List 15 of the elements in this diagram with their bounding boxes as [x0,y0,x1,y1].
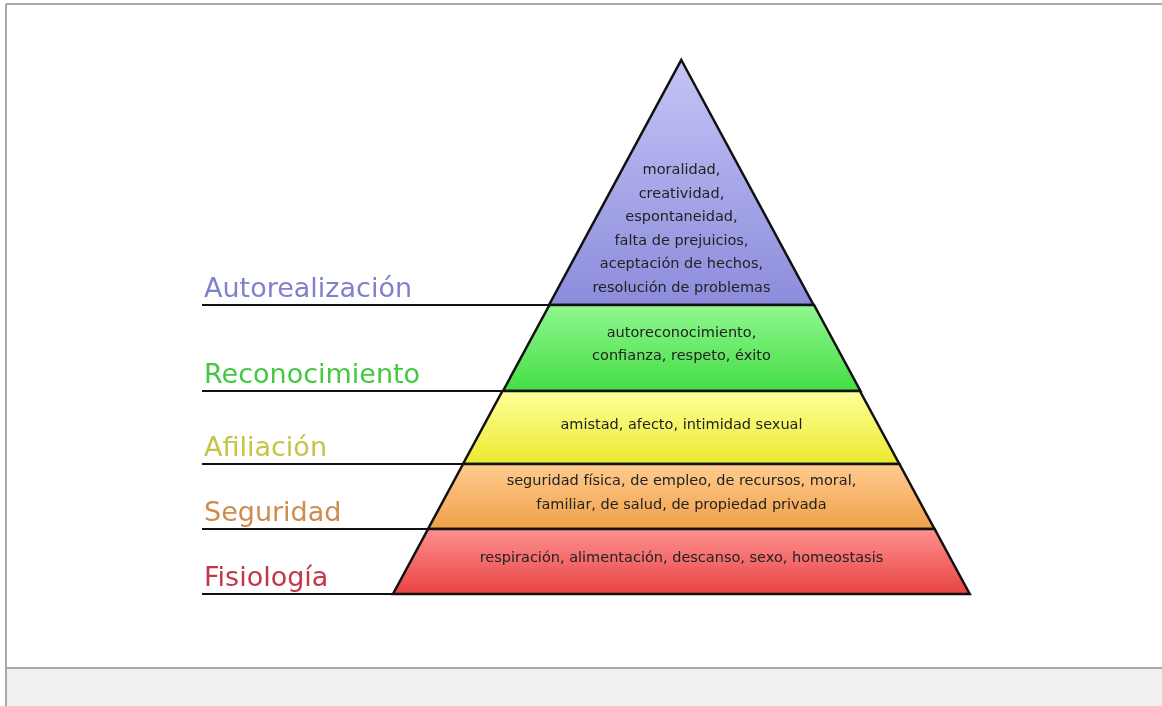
pyramid-tier [549,60,814,305]
level-label: Reconocimiento [204,358,421,390]
tier-description: autoreconocimiento, confianza, respeto, éxito [591,322,772,365]
pyramid-tier [502,305,861,391]
level-label: Fisiología [204,561,329,593]
pyramid-tier [463,391,900,464]
level-label: Seguridad [204,496,342,528]
level-label: Autorealización [204,272,413,304]
level-label: Afiliación [204,431,327,463]
tier-description: moralidad, creatividad, espontaneidad, falta de prejuicios, aceptación de hechos, resolución de problemas [592,161,771,295]
tier-description: seguridad física, de empleo, de recursos, moral, familiar, de salud, de propiedad privada [505,471,858,514]
pyramid-tier [393,529,970,594]
pyramid-tier [428,464,935,529]
tier-description: respiración, alimentación, descanso, sexo, homeostasis [478,547,885,567]
tier-description: amistad, afecto, intimidad sexual [559,415,804,434]
